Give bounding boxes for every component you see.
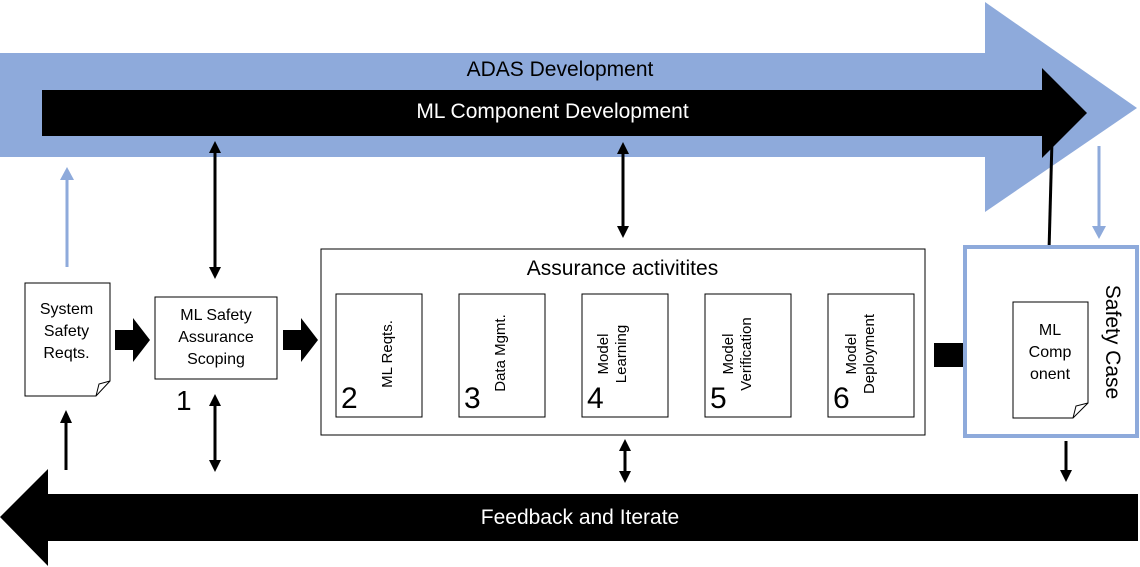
step-number-2: 2 bbox=[341, 382, 358, 415]
step-number-5: 5 bbox=[710, 382, 727, 415]
step-box-model-learning bbox=[581, 293, 669, 418]
step-number-3: 3 bbox=[464, 382, 481, 415]
block-arrow-1 bbox=[115, 318, 150, 362]
adas-development-label: ADAS Development bbox=[466, 58, 654, 81]
system-safety-reqts-label: System Safety Reqts. bbox=[39, 301, 94, 362]
scoping-number: 1 bbox=[176, 385, 192, 416]
ml-component-development-label: ML Component Development bbox=[416, 100, 689, 123]
feedback-iterate-arrow bbox=[0, 469, 1138, 566]
system-safety-reqts-document bbox=[24, 282, 111, 397]
ml-component-label: ML Comp onent bbox=[1028, 322, 1072, 383]
step-number-4: 4 bbox=[587, 382, 604, 415]
ml-component-document bbox=[1012, 301, 1089, 419]
step-box-model-verification bbox=[704, 293, 792, 418]
step-box-ml-reqts bbox=[335, 293, 423, 418]
step-number-6: 6 bbox=[833, 382, 850, 415]
step-label-model-verification: Model Verification bbox=[720, 317, 755, 391]
step-label-ml-reqts: ML Reqts. bbox=[379, 320, 396, 388]
step-label-data-mgmt: Data Mgmt. bbox=[492, 314, 509, 392]
feedback-iterate-label: Feedback and Iterate bbox=[480, 506, 680, 529]
step-box-data-mgmt bbox=[458, 293, 546, 418]
down-arrow-blue-head bbox=[1092, 226, 1106, 239]
step-label-model-learning: Model Learning bbox=[595, 324, 630, 384]
assurance-activities-title: Assurance activitites bbox=[526, 257, 719, 280]
step-label-model-deployment: Model Deployment bbox=[843, 313, 878, 395]
scoping-box bbox=[154, 296, 278, 380]
safety-case-label: Safety Case bbox=[1101, 284, 1124, 400]
ml-component-development-arrow bbox=[42, 68, 1087, 158]
block-arrow-2 bbox=[283, 318, 318, 362]
step-box-model-deployment bbox=[827, 293, 915, 418]
scoping-label: ML Safety Assurance Scoping bbox=[178, 307, 254, 368]
up-arrow-blue-head bbox=[60, 167, 74, 180]
